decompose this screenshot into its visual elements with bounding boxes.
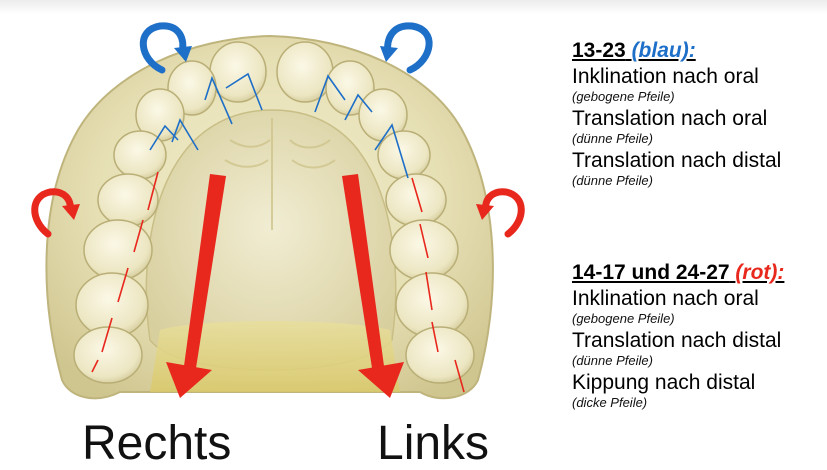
legend-blue-note-2: (dünne Pfeile): [572, 131, 824, 147]
legend-blue-range: 13-23: [572, 39, 626, 62]
legend-red-heading: 14-17 und 24-27 (rot):: [572, 260, 824, 285]
legend-blue-item-2: Translation nach oral: [572, 107, 824, 131]
legend-red-note-3: (dicke Pfeile): [572, 395, 824, 411]
dental-cast-illustration: [0, 0, 560, 468]
legend-red-note-1: (gebogene Pfeile): [572, 311, 824, 327]
legend-red-note-2: (dünne Pfeile): [572, 353, 824, 369]
legend-blue-heading: 13-23 (blau):: [572, 38, 824, 63]
label-right-side: Rechts: [82, 418, 231, 470]
legend-blue-tag: (blau):: [632, 39, 696, 62]
label-left-side: Links: [377, 418, 489, 470]
legend-red-tag: (rot):: [735, 261, 784, 284]
legend-red-item-3: Kippung nach distal: [572, 371, 824, 395]
legend-red-range: 14-17 und 24-27: [572, 261, 730, 284]
legend-blue-item-1: Inklination nach oral: [572, 65, 824, 89]
legend-red-group: 14-17 und 24-27 (rot): Inklination nach …: [572, 260, 824, 411]
legend-blue-item-3: Translation nach distal: [572, 149, 824, 173]
legend-blue-group: 13-23 (blau): Inklination nach oral (geb…: [572, 38, 824, 189]
legend-blue-note-3: (dünne Pfeile): [572, 173, 824, 189]
legend-red-item-2: Translation nach distal: [572, 329, 824, 353]
legend-red-item-1: Inklination nach oral: [572, 287, 824, 311]
legend-blue-note-1: (gebogene Pfeile): [572, 89, 824, 105]
